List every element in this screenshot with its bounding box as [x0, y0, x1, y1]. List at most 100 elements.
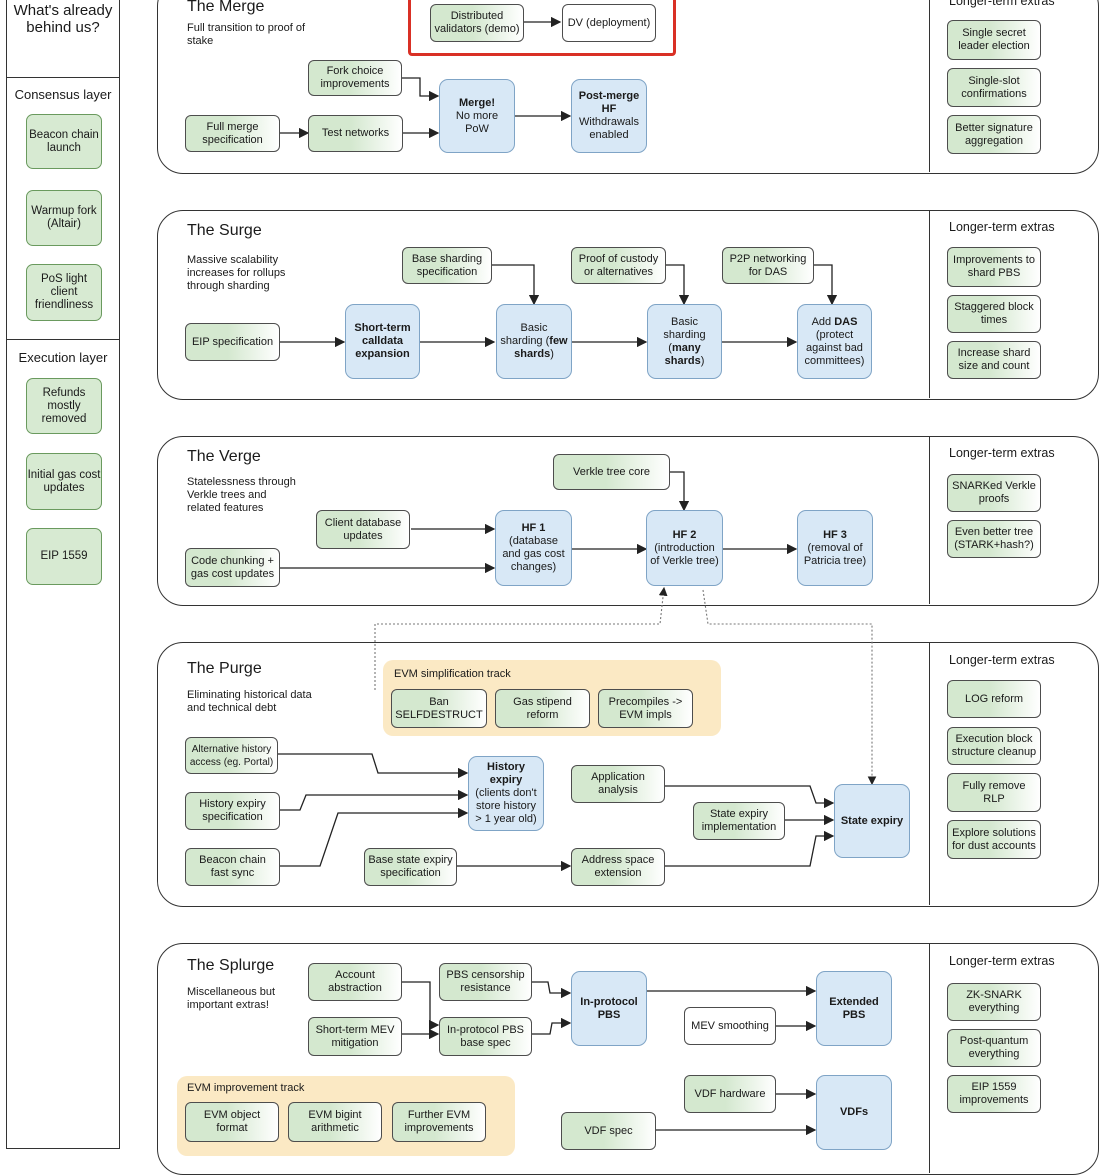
node-mev-smoothing: MEV smoothing — [684, 1007, 776, 1045]
node-gas-stipend: Gas stipend reform — [495, 689, 590, 728]
sidebar-title: What's already behind us? — [13, 2, 113, 36]
extra-purge-3: Fully remove RLP — [947, 773, 1041, 812]
node-merge-title: Merge! — [458, 96, 496, 109]
panel-subtitle-verge: Statelessness through Verkle trees and r… — [187, 476, 296, 514]
extras-heading-purge: Longer-term extras — [949, 653, 1055, 667]
extras-heading-surge: Longer-term extras — [949, 220, 1055, 234]
consensus-layer-heading: Consensus layer — [14, 87, 112, 102]
node-hf3: HF 3 (removal of Patricia tree) — [797, 510, 873, 586]
text-bold: few shards — [514, 335, 568, 360]
panel-divider — [929, 0, 930, 172]
text-bold: many shards — [664, 341, 701, 367]
node-account-abstraction: Account abstraction — [308, 963, 402, 1001]
text: (protect against bad committees) — [804, 328, 865, 367]
extra-splurge-2: Post-quantum everything — [947, 1029, 1041, 1067]
panel-subtitle-splurge: Miscellaneous but important extras! — [187, 986, 276, 1011]
execution-layer-heading: Execution layer — [18, 350, 108, 365]
node-hf1-body: (database and gas cost changes) — [502, 535, 565, 573]
node-distributed-validators: Distributed validators (demo) — [430, 4, 524, 42]
text: ) — [700, 354, 705, 367]
panel-surge — [157, 210, 1099, 400]
node-verkle-core: Verkle tree core — [553, 454, 670, 490]
node-basic-sharding-few: Basic sharding (few shards) — [496, 304, 572, 379]
extra-verge-2: Even better tree (STARK+hash?) — [947, 520, 1041, 558]
node-hf1: HF 1 (database and gas cost changes) — [495, 510, 572, 586]
sidebar-divider — [7, 339, 119, 340]
panel-divider — [929, 210, 930, 398]
node-hf2-body: (introduction of Verkle tree) — [650, 541, 719, 567]
connector-arrows — [278, 16, 877, 1136]
sidebar-divider — [7, 77, 119, 78]
node-eip-spec: EIP specification — [185, 323, 280, 361]
node-application-analysis: Application analysis — [571, 765, 665, 803]
evm-simplification-track-label: EVM simplification track — [394, 668, 511, 680]
node-address-space-ext: Address space extension — [571, 848, 665, 886]
extra-merge-2: Single-slot confirmations — [947, 68, 1041, 107]
node-hf2: HF 2 (introduction of Verkle tree) — [646, 510, 723, 586]
extras-heading-verge: Longer-term extras — [949, 446, 1055, 460]
node-client-db: Client database updates — [316, 510, 410, 549]
highlight-box — [408, 0, 676, 56]
extra-verge-1: SNARKed Verkle proofs — [947, 474, 1041, 512]
node-code-chunking: Code chunking + gas cost updates — [185, 548, 280, 587]
panel-subtitle-surge: Massive scalability increases for rollup… — [187, 254, 286, 292]
node-in-protocol-pbs: In-protocol PBS — [571, 971, 647, 1046]
done-item-beacon-chain: Beacon chain launch — [26, 114, 102, 169]
node-state-expiry-impl: State expiry implementation — [693, 802, 785, 840]
done-item-light-client: PoS light client friendliness — [26, 264, 102, 321]
panel-divider — [929, 436, 930, 604]
panel-divider — [929, 943, 930, 1173]
panel-title-surge: The Surge — [187, 222, 262, 239]
extra-merge-3: Better signature aggregation — [947, 115, 1041, 154]
node-base-sharding-spec: Base sharding specification — [402, 247, 492, 284]
node-state-expiry: State expiry — [834, 784, 910, 858]
node-short-term-calldata: Short-term calldata expansion — [345, 304, 420, 379]
node-test-networks: Test networks — [308, 115, 403, 152]
text: ) — [550, 348, 554, 360]
node-precompiles: Precompiles -> EVM impls — [598, 689, 693, 728]
extra-surge-1: Improvements to shard PBS — [947, 247, 1041, 287]
extras-heading-merge: Longer-term extras — [949, 0, 1055, 8]
panel-subtitle-purge: Eliminating historical data and technica… — [187, 689, 312, 714]
node-p2p-networking: P2P networking for DAS — [722, 247, 814, 284]
node-dv-deployment: DV (deployment) — [562, 4, 656, 42]
node-ban-selfdestruct: Ban SELFDESTRUCT — [391, 689, 487, 728]
text-bold: DAS — [834, 315, 858, 328]
node-vdf-hardware: VDF hardware — [684, 1075, 776, 1113]
text: Basic sharding ( — [500, 322, 550, 347]
node-basic-sharding-many: Basic sharding (many shards) — [647, 304, 722, 379]
extra-purge-1: LOG reform — [947, 680, 1041, 718]
extra-splurge-3: EIP 1559 improvements — [947, 1075, 1041, 1113]
node-add-das: Add DAS (protect against bad committees) — [797, 304, 872, 379]
node-merge-body: No more PoW — [455, 109, 499, 135]
done-item-eip1559: EIP 1559 — [26, 528, 102, 585]
node-base-state-expiry-spec: Base state expiry specification — [364, 848, 457, 886]
node-proof-of-custody: Proof of custody or alternatives — [571, 247, 666, 284]
node-hf3-body: (removal of Patricia tree) — [803, 541, 867, 567]
panel-subtitle-merge: Full transition to proof of stake — [187, 22, 306, 47]
history-sidebar: What's already behind us? Consensus laye… — [6, 0, 120, 1149]
node-post-merge-title: Post-merge HF — [578, 90, 640, 115]
panel-divider — [929, 642, 930, 905]
node-in-protocol-pbs-spec: In-protocol PBS base spec — [439, 1017, 532, 1056]
extras-heading-splurge: Longer-term extras — [949, 954, 1055, 968]
node-alt-history: Alternative history access (eg. Portal) — [185, 737, 278, 774]
node-beacon-fast-sync: Beacon chain fast sync — [185, 848, 280, 886]
node-hf1-title: HF 1 — [521, 522, 546, 534]
text: Add — [811, 315, 835, 328]
extra-merge-1: Single secret leader election — [947, 20, 1041, 60]
node-evm-bigint: EVM bigint arithmetic — [288, 1102, 382, 1142]
node-fork-choice: Fork choice improvements — [308, 60, 402, 96]
panel-title-splurge: The Splurge — [187, 957, 275, 974]
extra-purge-4: Explore solutions for dust accounts — [947, 820, 1041, 859]
node-history-expiry: History expiry (clients don't store hist… — [468, 756, 544, 831]
node-history-expiry-body: (clients don't store history > 1 year ol… — [475, 787, 537, 825]
done-item-gas-cost: Initial gas cost updates — [26, 453, 102, 510]
node-post-merge-hf: Post-merge HF Withdrawals enabled — [571, 79, 647, 153]
node-pbs-censorship: PBS censorship resistance — [439, 963, 532, 1001]
extra-surge-3: Increase shard size and count — [947, 341, 1041, 379]
node-vdf-spec: VDF spec — [561, 1112, 656, 1150]
panel-title-purge: The Purge — [187, 660, 262, 677]
done-item-altair: Warmup fork (Altair) — [26, 190, 102, 246]
node-history-expiry-title: History expiry — [487, 761, 525, 786]
